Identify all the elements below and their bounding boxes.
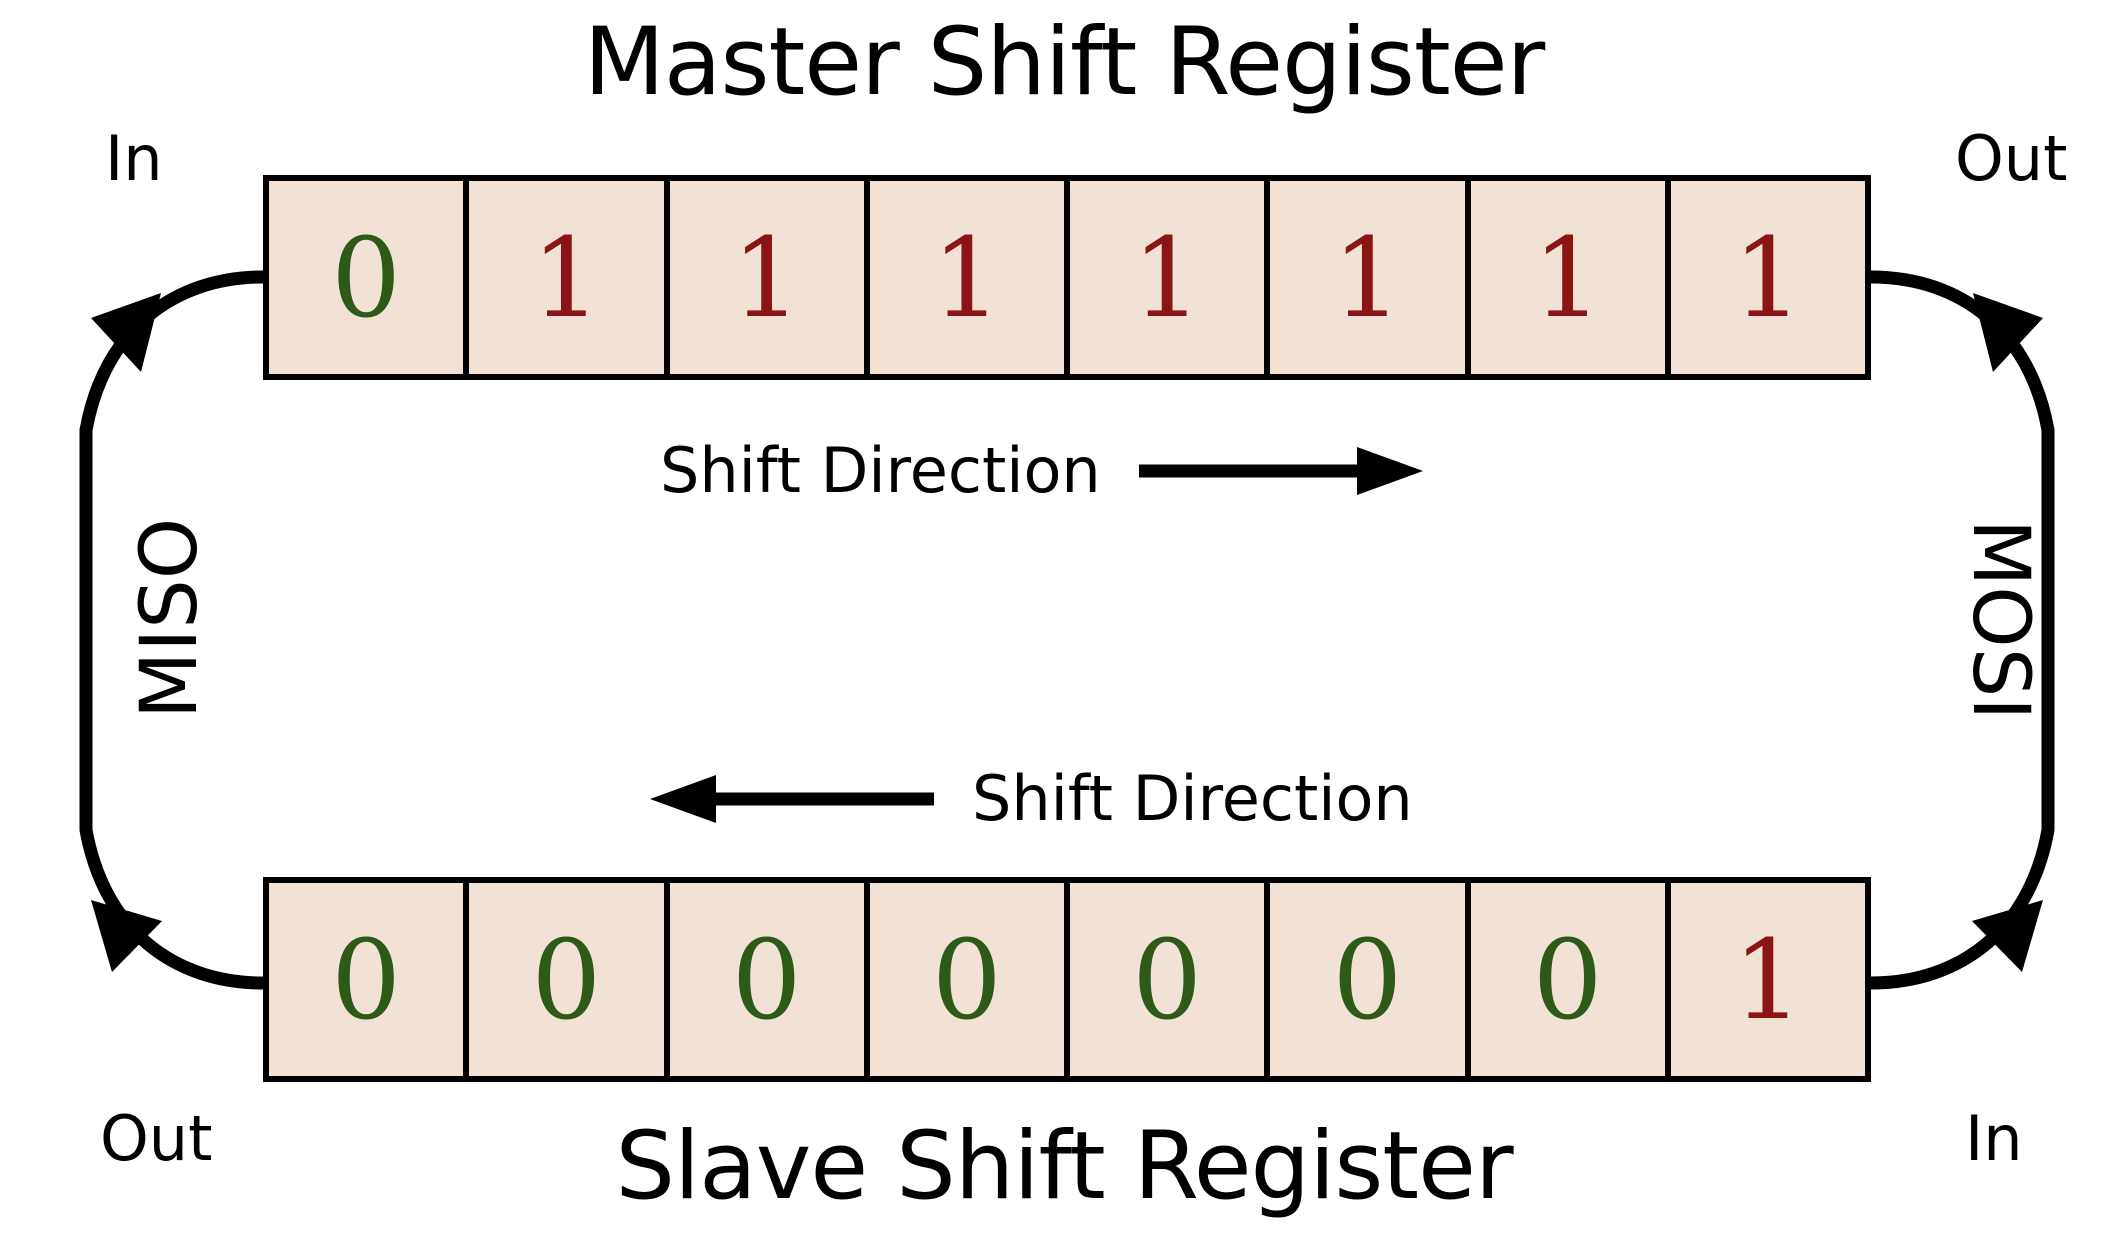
master-output-label: Out xyxy=(1955,122,2068,195)
master-input-label: In xyxy=(105,122,163,195)
slave-bit-cell-1: 0 xyxy=(469,883,670,1076)
mosi-arrowhead-bottom xyxy=(1972,900,2043,972)
master-shift-direction: Shift Direction xyxy=(660,440,1425,502)
slave-bit-cell-4: 0 xyxy=(1070,883,1271,1076)
master-shift-register: 0 1 1 1 1 1 1 1 xyxy=(263,175,1871,380)
miso-arrowhead-top xyxy=(91,293,161,372)
mosi-arrowhead-top xyxy=(1973,293,2043,372)
slave-bit-cell-7: 1 xyxy=(1670,883,1865,1076)
mosi-bus-label: MOSI xyxy=(1955,519,2045,721)
slave-output-label: Out xyxy=(100,1102,213,1175)
arrow-right-icon xyxy=(1138,447,1423,495)
slave-register-title: Slave Shift Register xyxy=(615,1112,1513,1221)
slave-shift-direction-label: Shift Direction xyxy=(972,762,1413,835)
master-bit-cell-3: 1 xyxy=(869,181,1070,374)
master-bit-cell-6: 1 xyxy=(1470,181,1671,374)
miso-arrowhead-bottom xyxy=(91,900,162,972)
arrow-left-icon xyxy=(650,775,934,823)
slave-shift-direction: Shift Direction xyxy=(648,768,1413,830)
slave-bit-cell-0: 0 xyxy=(269,883,470,1076)
slave-bit-cell-5: 0 xyxy=(1270,883,1471,1076)
master-bit-cell-4: 1 xyxy=(1070,181,1271,374)
master-bit-cell-2: 1 xyxy=(669,181,870,374)
master-bit-cell-5: 1 xyxy=(1270,181,1471,374)
master-shift-direction-label: Shift Direction xyxy=(660,434,1101,507)
master-bit-cell-0: 0 xyxy=(269,181,470,374)
master-bit-cell-1: 1 xyxy=(469,181,670,374)
miso-bus-label: MISO xyxy=(125,517,215,719)
slave-bit-cell-3: 0 xyxy=(869,883,1070,1076)
slave-shift-register: 0 0 0 0 0 0 0 1 xyxy=(263,877,1871,1082)
slave-bit-cell-6: 0 xyxy=(1470,883,1671,1076)
master-bit-cell-7: 1 xyxy=(1670,181,1865,374)
slave-bit-cell-2: 0 xyxy=(669,883,870,1076)
slave-input-label: In xyxy=(1965,1102,2023,1175)
master-register-title: Master Shift Register xyxy=(583,8,1545,117)
